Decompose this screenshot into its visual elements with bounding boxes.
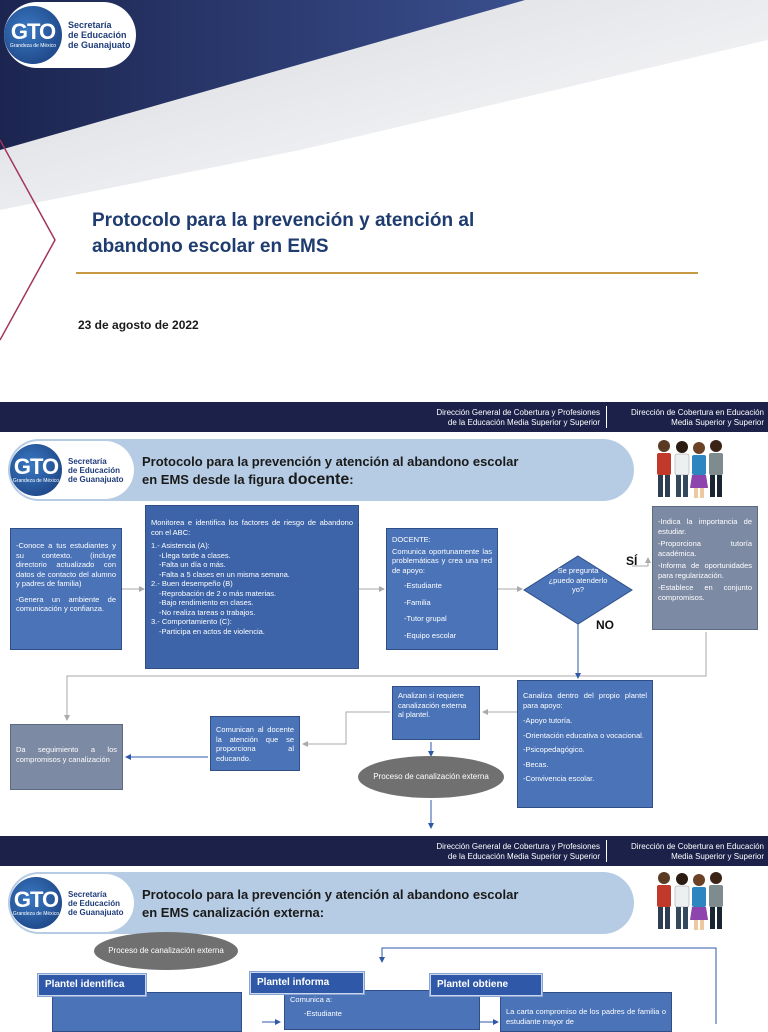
label-si: SÍ bbox=[626, 554, 638, 568]
header-left-text: Dirección General de Cobertura y Profesi… bbox=[436, 408, 600, 427]
box-plantel-informa: Comunica a: -Estudiante bbox=[284, 990, 480, 1030]
box-plantel-identifica bbox=[52, 992, 242, 1032]
decision-question: Se pregunta ¿puedo atenderlo yo? bbox=[548, 566, 608, 594]
tab-plantel-informa: Plantel informa bbox=[250, 972, 364, 994]
box-plantel-obtiene: La carta compromiso de los padres de fam… bbox=[500, 992, 672, 1032]
gto-logo-sub: Grandeza de México bbox=[9, 43, 57, 49]
box-analizan-canalizacion: Analizan si requiere canalización extern… bbox=[392, 686, 480, 740]
box-docente-comunica: DOCENTE: Comunica oportunamente las prob… bbox=[386, 528, 498, 650]
slide1-title: Protocolo para la prevención y atención … bbox=[92, 210, 475, 257]
header-left-text: Dirección General de Cobertura y Profesi… bbox=[436, 842, 600, 861]
header-bar-slide2: Dirección General de Cobertura y Profesi… bbox=[0, 402, 768, 432]
box-canaliza-plantel: Canaliza dentro del propio plantel para … bbox=[517, 680, 653, 808]
decision-diamond bbox=[523, 555, 633, 625]
box-monitorea-abc: Monitorea e identifica los factores de r… bbox=[145, 505, 359, 669]
box-indica-importancia: -Indica la importancia de estudiar. -Pro… bbox=[652, 506, 758, 630]
slide1-date: 23 de agosto de 2022 bbox=[78, 318, 199, 332]
label-no: NO bbox=[596, 618, 614, 632]
title-divider bbox=[76, 272, 698, 274]
box-seguimiento: Da seguimiento a los compromisos y canal… bbox=[10, 724, 123, 790]
box-conoce-estudiantes: -Conoce a tus estudiantes y su contexto.… bbox=[10, 528, 122, 650]
box-comunican-docente: Comunican al docente la atención que se … bbox=[210, 716, 300, 771]
header-separator bbox=[606, 406, 607, 428]
header-bar-slide3: Dirección General de Cobertura y Profesi… bbox=[0, 836, 768, 866]
tab-plantel-obtiene: Plantel obtiene bbox=[430, 974, 542, 996]
gto-logo-disc: GTO Grandeza de México bbox=[10, 444, 62, 496]
gto-logo-text: GTO bbox=[10, 19, 56, 44]
header-separator bbox=[606, 840, 607, 862]
title-slide: GTO Grandeza de México Secretaría de Edu… bbox=[0, 0, 768, 400]
students-illustration bbox=[657, 872, 723, 930]
slide3-title: Protocolo para la prevención y atención … bbox=[142, 887, 519, 920]
ellipse-proceso-canalizacion-externa: Proceso de canalización externa bbox=[94, 932, 238, 970]
secretaria-text: Secretaría de Educación de Guanajuato bbox=[68, 20, 131, 50]
gto-logo-disc: GTO Grandeza de México bbox=[4, 6, 62, 64]
students-illustration bbox=[657, 440, 723, 498]
tab-plantel-identifica: Plantel identifica bbox=[38, 974, 146, 996]
ellipse-proceso-canalizacion: Proceso de canalización externa bbox=[358, 756, 504, 798]
slide2-title: Protocolo para la prevención y atención … bbox=[142, 454, 519, 488]
gto-logo: GTO Grandeza de México Secretaría de Edu… bbox=[4, 2, 136, 68]
gto-logo-disc: GTO Grandeza de México bbox=[10, 877, 62, 929]
